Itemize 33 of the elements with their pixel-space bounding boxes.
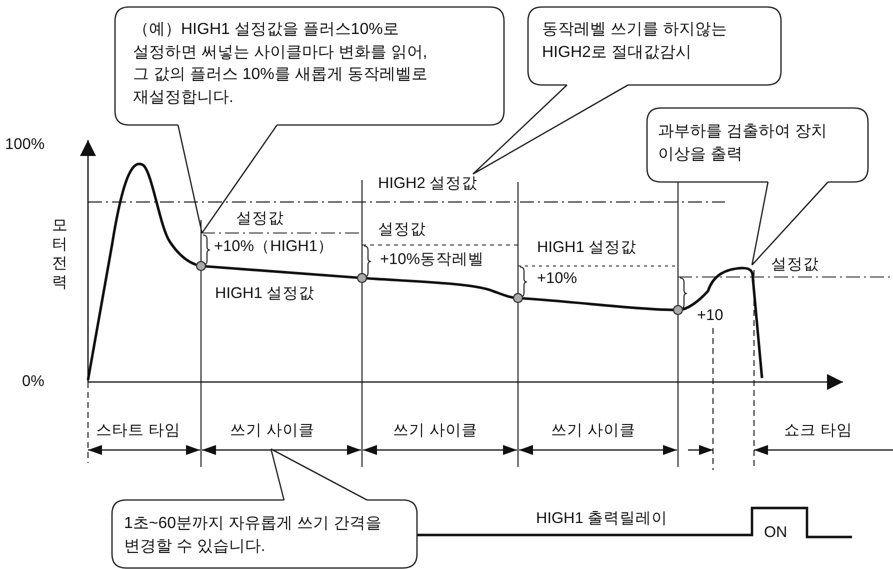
level-label: +10%（HIGH1） <box>214 237 334 257</box>
callout-text: 동작레벨 쓰기를 하지않는 HIGH2로 절대값감시 <box>542 20 728 63</box>
level-label: HIGH1 설정값 <box>215 284 315 304</box>
callout-bubble <box>112 500 417 568</box>
period-label: 쓰기 사이클 <box>230 421 314 441</box>
callout-text: 1초~60분까지 자유롭게 쓰기 간격을 변경할 수 있습니다. <box>124 514 382 557</box>
level-label: 설정값 <box>771 255 819 275</box>
period-label: 쇼크 타임 <box>784 421 852 441</box>
level-label: +10 <box>697 306 724 326</box>
level-label: +10% <box>537 269 578 289</box>
callout-text: 과부하를 검출하여 장치 이상을 출력 <box>658 122 828 165</box>
callout-pointer <box>751 181 829 266</box>
level-label: +10%동작레벨 <box>380 250 484 270</box>
callout-text: （예）HIGH1 설정값을 플러스10%로 설정하면 써넣는 사이클마다 변화를 읽어, 그 값의 플러스 10%를 새롭게 동작레벨로 재설정합니다. <box>133 20 428 108</box>
callout-pointer <box>270 448 368 501</box>
callout-bubble <box>115 7 504 125</box>
period-label: 스타트 타임 <box>96 421 180 441</box>
level-label: HIGH1 설정값 <box>537 238 637 258</box>
axis-label: 0% <box>22 372 44 392</box>
level-label: 설정값 <box>378 220 426 240</box>
callout-pointer <box>177 124 278 234</box>
signal-label: HIGH1 출력릴레이 <box>536 509 668 529</box>
axis-title: 모터 전력 <box>52 216 69 292</box>
period-label: 쓰기 사이클 <box>393 421 478 441</box>
signal-label: ON <box>764 523 788 543</box>
threshold-line <box>201 232 362 234</box>
axis-label: 100% <box>5 135 45 155</box>
level-label: HIGH2 설정값 <box>378 174 478 194</box>
callout-pointer <box>472 84 629 175</box>
callout-bubble <box>647 108 868 182</box>
callout-bubble <box>528 7 781 85</box>
period-label: 쓰기 사이클 <box>551 421 636 441</box>
level-label: 설정값 <box>236 209 284 229</box>
